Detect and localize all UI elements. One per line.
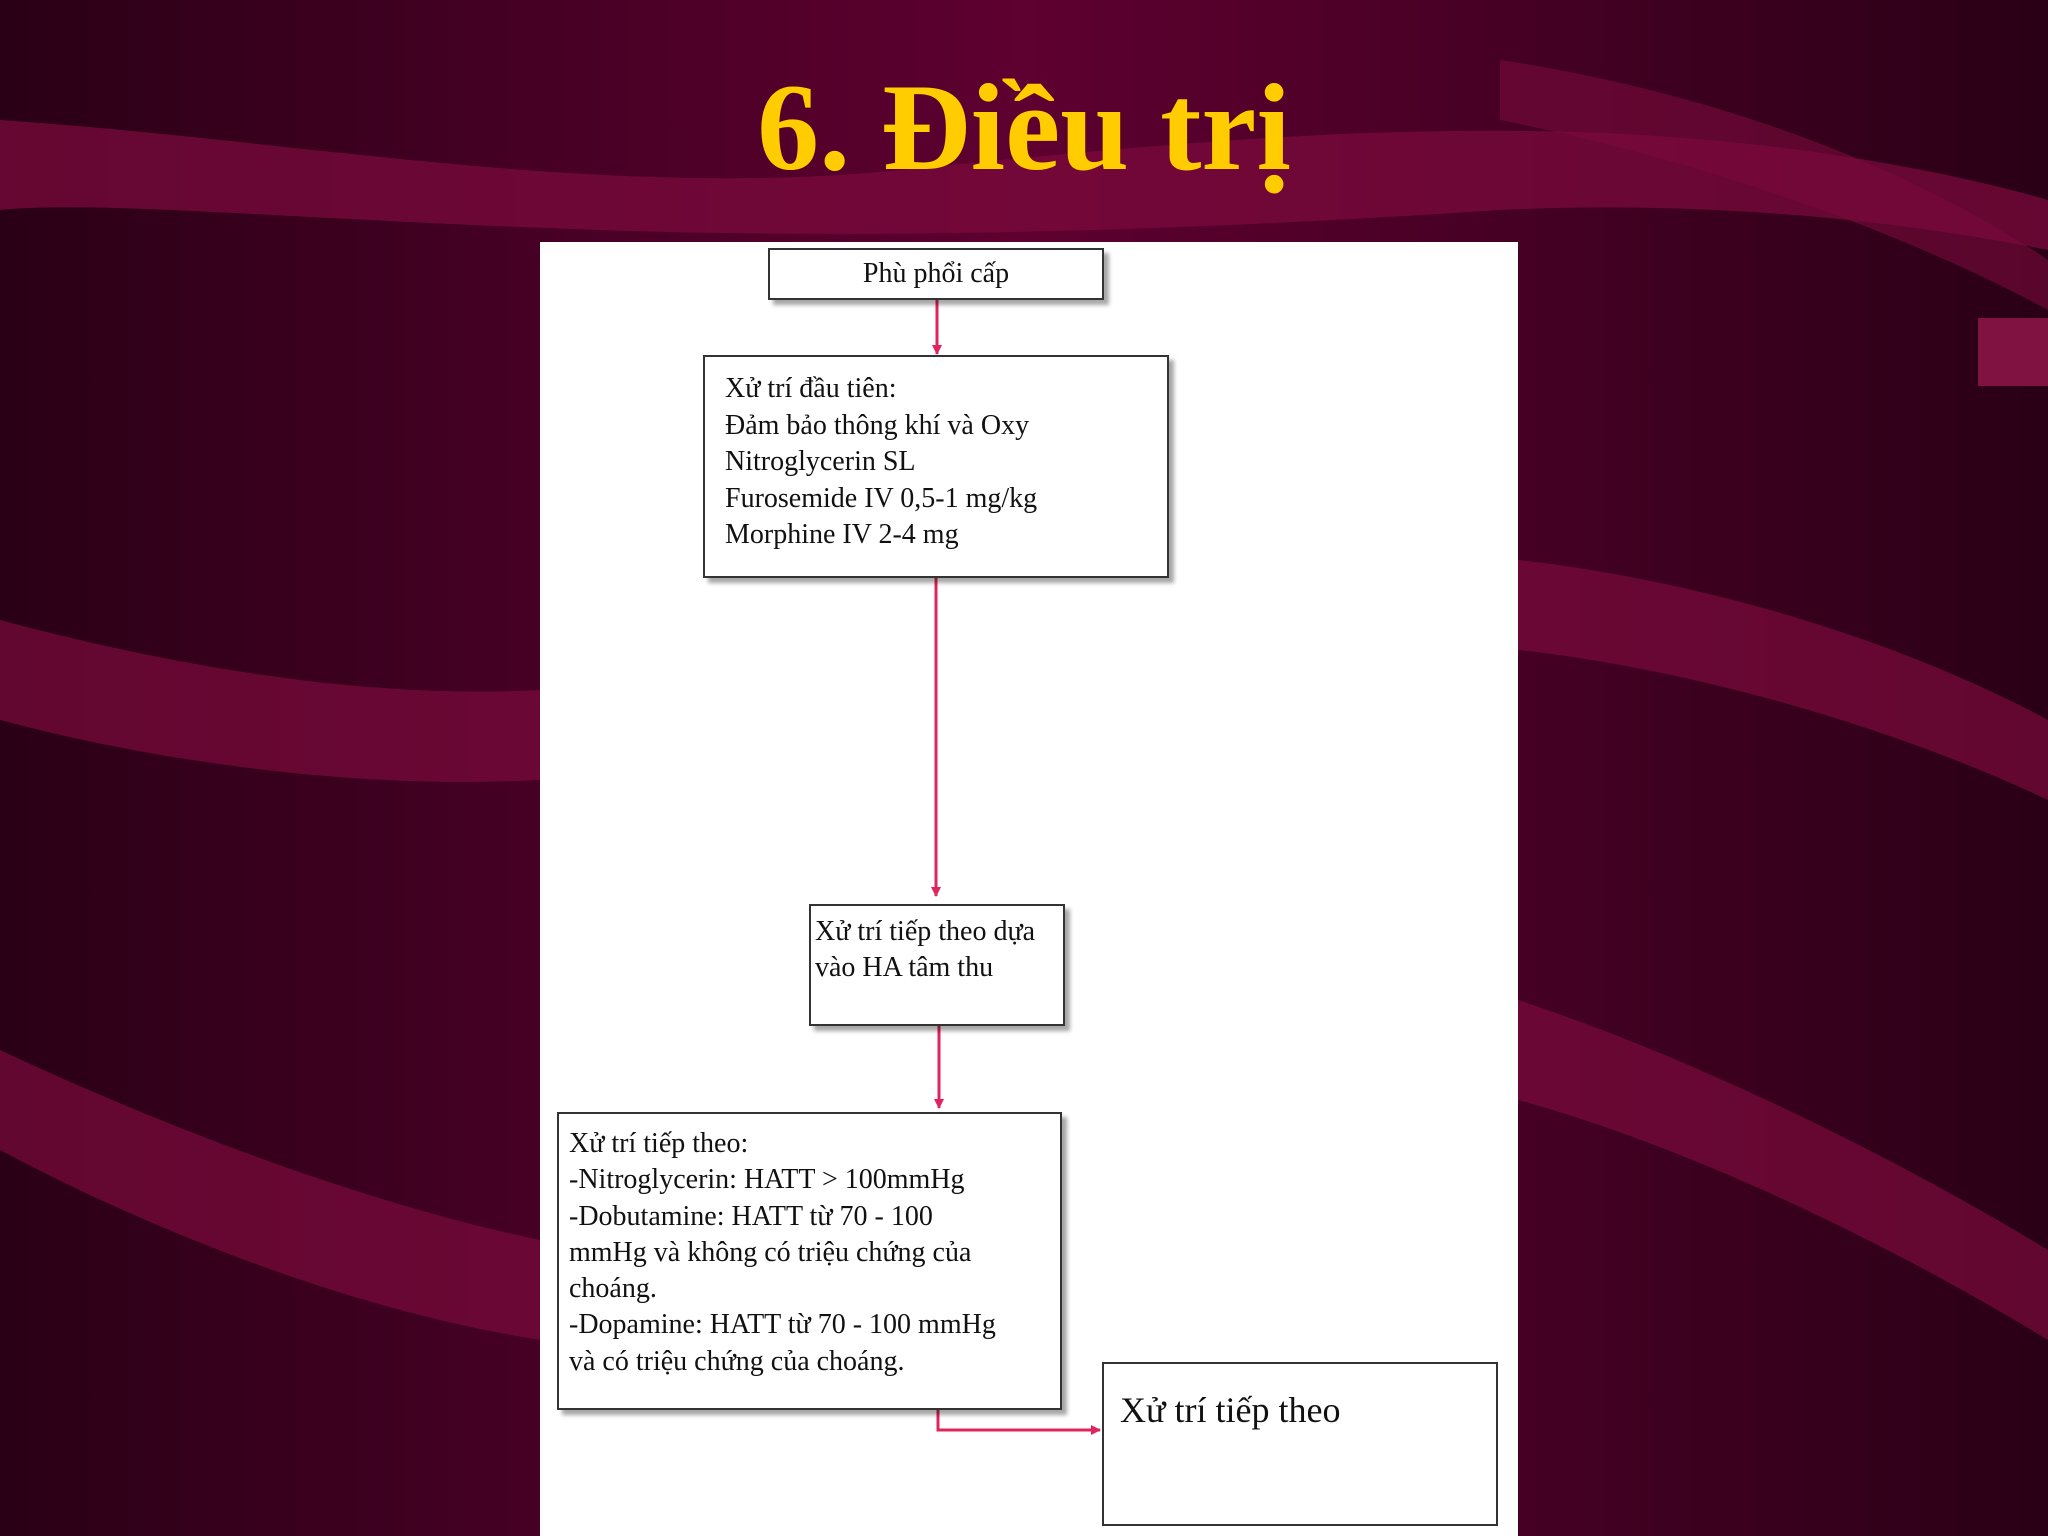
box-line: -Nitroglycerin: HATT > 100mmHg (569, 1164, 965, 1196)
box-line: -Dobutamine: HATT từ 70 - 100 (569, 1200, 933, 1232)
box-line: Xử trí tiếp theo dựa (815, 916, 1036, 947)
flowchart-box-acute-pulmonary-edema: Phù phổi cấp (768, 248, 1104, 300)
box-line: Xử trí tiếp theo: (569, 1128, 749, 1159)
box-line: Nitroglycerin SL (725, 446, 916, 477)
box-line: Morphine IV 2-4 mg (725, 519, 959, 550)
box-line: mmHg và không có triệu chứng của (569, 1236, 972, 1268)
box-line: Xử trí đầu tiên: (725, 373, 897, 404)
box-line: -Dopamine: HATT từ 70 - 100 mmHg (569, 1309, 996, 1341)
flowchart-box-next-treatment-options: Xử trí tiếp theo: -Nitroglycerin: HATT >… (557, 1112, 1062, 1410)
arrow-box4-box5 (936, 1410, 1101, 1435)
flowchart-panel: Phù phổi cấp Xử trí đầu tiên: Đảm bảo th… (540, 242, 1518, 1536)
flowchart-box-initial-treatment: Xử trí đầu tiên: Đảm bảo thông khí và Ox… (703, 355, 1169, 578)
flowchart-box-next-treatment: Xử trí tiếp theo (1102, 1362, 1498, 1526)
flowchart-arrows (931, 300, 1101, 1435)
box-line: vào HA tâm thu (815, 952, 994, 983)
slide-title: 6. Điều trị (757, 59, 1291, 196)
box-line: Furosemide IV 0,5-1 mg/kg (725, 482, 1038, 514)
box-line: và có triệu chứng của choáng. (569, 1345, 905, 1377)
box-label: Phù phổi cấp (862, 258, 1010, 289)
box-line: choáng. (569, 1273, 657, 1305)
flowchart-box-next-by-systolic-bp: Xử trí tiếp theo dựa vào HA tâm thu (809, 904, 1065, 1026)
box-line: Đảm bảo thông khí và Oxy (725, 409, 1030, 441)
box-label: Xử trí tiếp theo (1120, 1390, 1341, 1430)
